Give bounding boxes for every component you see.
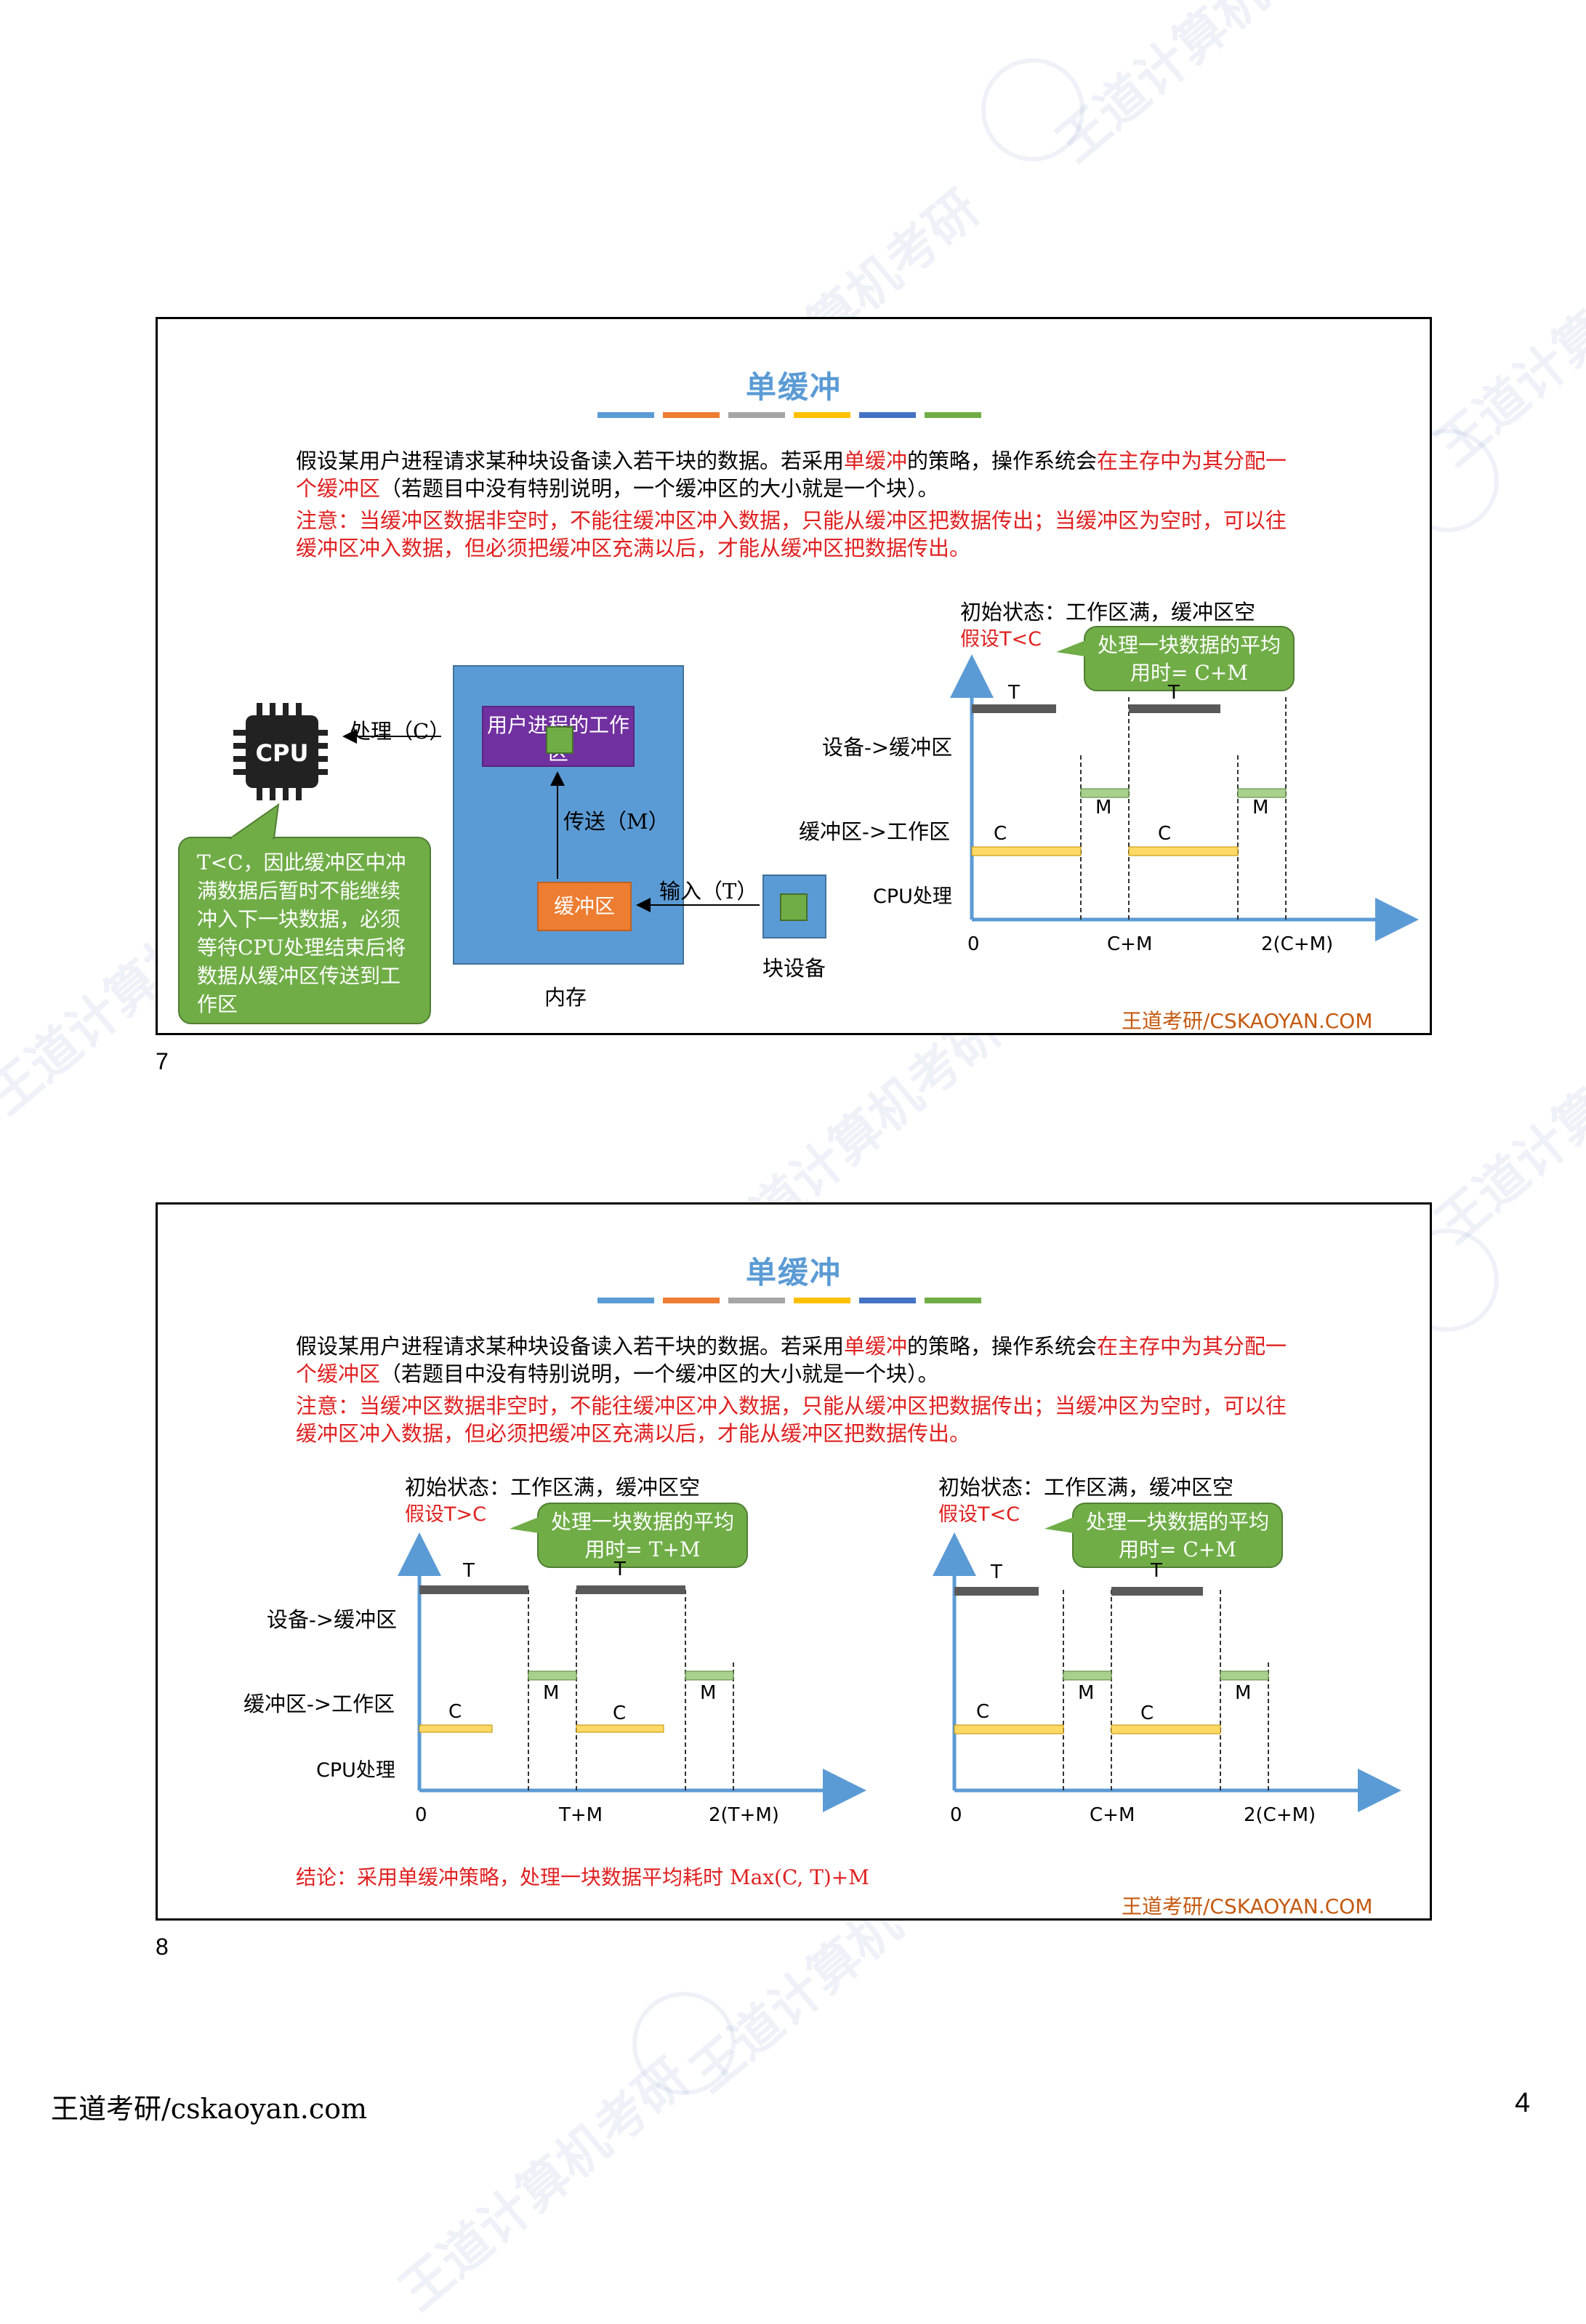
memory-label: 内存 bbox=[544, 985, 587, 1010]
input-label: 输入（T） bbox=[659, 879, 758, 904]
avg-time-callout: 处理一块数据的平均用时= C+M bbox=[1084, 626, 1295, 691]
bar-T-1 bbox=[972, 704, 1056, 713]
note-paragraph: 注意：当缓冲区数据非空时，不能往缓冲区冲入数据，只能从缓冲区把数据传出；当缓冲区… bbox=[296, 1394, 1287, 1446]
intro-paragraph: 假设某用户进程请求某种块设备读入若干块的数据。若采用单缓冲的策略，操作系统会在主… bbox=[296, 1334, 1287, 1386]
left-initial-state: 初始状态：工作区满，缓冲区空 bbox=[405, 1475, 701, 1500]
row-label-transfer: 缓冲区->工作区 bbox=[799, 819, 951, 844]
svg-text:C: C bbox=[613, 1702, 626, 1724]
bar-M-1 bbox=[1080, 788, 1130, 798]
svg-text:2(T+M): 2(T+M) bbox=[709, 1804, 779, 1826]
svg-text:0: 0 bbox=[415, 1804, 427, 1826]
right-assumption: 假设T<C bbox=[938, 1503, 1020, 1526]
process-label: 处理（C） bbox=[350, 719, 451, 744]
gantt-chart-right: T T M M C C 0 C+M 2(C+M) bbox=[933, 1532, 1401, 1826]
page-footer-brand: 王道考研/cskaoyan.com bbox=[51, 2093, 368, 2125]
label-C-1: C bbox=[994, 823, 1007, 845]
svg-text:T+M: T+M bbox=[558, 1804, 603, 1826]
slide-title: 单缓冲 bbox=[745, 1255, 842, 1290]
row-label-cpu: CPU处理 bbox=[873, 885, 952, 908]
svg-text:T: T bbox=[990, 1561, 1002, 1583]
block-device-label: 块设备 bbox=[762, 956, 826, 981]
xtick-2: 2(C+M) bbox=[1261, 933, 1333, 955]
svg-text:T: T bbox=[1150, 1560, 1162, 1582]
svg-text:0: 0 bbox=[950, 1804, 962, 1826]
slide-number-8: 8 bbox=[156, 1934, 169, 1960]
left-callout-pointer bbox=[510, 1517, 539, 1533]
note-paragraph: 注意：当缓冲区数据非空时，不能往缓冲区冲入数据，只能从缓冲区把数据传出；当缓冲区… bbox=[296, 508, 1287, 560]
slide-title: 单缓冲 bbox=[745, 369, 842, 405]
left-row-cpu: CPU处理 bbox=[316, 1759, 395, 1782]
svg-text:2(C+M): 2(C+M) bbox=[1244, 1804, 1316, 1826]
gantt-chart-1: T T M M C C 0 C+M 2(C+M) bbox=[950, 654, 1419, 955]
slide-8: 单缓冲 假设某用户进程请求某种块设备读入若干块的数据。若采用单缓冲的策略，操作系… bbox=[156, 1202, 1432, 1921]
buffer-box: 缓冲区 bbox=[537, 882, 632, 931]
label-M-2: M bbox=[1252, 797, 1268, 819]
diagram-arrows bbox=[342, 729, 760, 912]
xtick-0: 0 bbox=[967, 933, 980, 955]
right-avg-callout: 处理一块数据的平均用时= C+M bbox=[1072, 1503, 1283, 1568]
tc-callout: T<C，因此缓冲区中冲满数据后暂时不能继续冲入下一块数据，必须等待CPU处理结束… bbox=[178, 837, 431, 1024]
svg-text:C: C bbox=[976, 1701, 989, 1723]
gantt-chart-left: T T M M C C 0 T+M 2(T+M) bbox=[398, 1532, 866, 1826]
cpu-chip-icon: CPU bbox=[228, 697, 337, 806]
label-C-2: C bbox=[1158, 823, 1171, 845]
svg-text:M: M bbox=[1235, 1682, 1251, 1704]
brand-footer: 王道考研/CSKAOYAN.COM bbox=[1122, 1894, 1373, 1918]
data-block bbox=[546, 726, 573, 754]
svg-text:C+M: C+M bbox=[1090, 1804, 1135, 1826]
svg-text:M: M bbox=[543, 1682, 559, 1704]
left-row-device: 设备->缓冲区 bbox=[267, 1607, 398, 1632]
intro-paragraph: 假设某用户进程请求某种块设备读入若干块的数据。若采用单缓冲的策略，操作系统会在主… bbox=[296, 449, 1287, 501]
title-color-bars bbox=[597, 1298, 981, 1303]
slide-number-7: 7 bbox=[156, 1048, 169, 1074]
xtick-1: C+M bbox=[1107, 933, 1152, 955]
initial-state: 初始状态：工作区满，缓冲区空 bbox=[960, 600, 1256, 624]
bar-C-2 bbox=[1128, 846, 1239, 856]
row-label-device: 设备->缓冲区 bbox=[822, 735, 953, 760]
device-data-block bbox=[780, 893, 808, 921]
label-M-1: M bbox=[1095, 797, 1111, 819]
slide-7: 单缓冲 假设某用户进程请求某种块设备读入若干块的数据。若采用单缓冲的策略，操作系… bbox=[156, 317, 1432, 1035]
svg-text:C: C bbox=[448, 1701, 462, 1723]
right-callout-pointer bbox=[1044, 1517, 1074, 1533]
assumption: 假设T<C bbox=[960, 628, 1042, 651]
title-color-bars bbox=[597, 412, 981, 418]
transfer-label: 传送（M） bbox=[563, 809, 669, 834]
left-assumption: 假设T>C bbox=[405, 1503, 486, 1526]
bar-M-2 bbox=[1237, 788, 1287, 798]
page-number: 4 bbox=[1515, 2088, 1531, 2118]
svg-text:M: M bbox=[700, 1682, 716, 1704]
callout-pointer bbox=[228, 803, 280, 840]
avg-callout-pointer bbox=[1056, 640, 1085, 656]
conclusion: 结论：采用单缓冲策略，处理一块数据平均耗时 Max(C, T)+M bbox=[296, 1865, 869, 1889]
brand-footer: 王道考研/CSKAOYAN.COM bbox=[1122, 1009, 1373, 1033]
left-row-transfer: 缓冲区->工作区 bbox=[243, 1692, 395, 1716]
label-T-1: T bbox=[1007, 682, 1020, 704]
cpu-label: CPU bbox=[255, 739, 309, 767]
svg-text:T: T bbox=[462, 1560, 475, 1582]
label-T-2: T bbox=[1167, 682, 1180, 704]
bar-T-2 bbox=[1129, 704, 1220, 713]
svg-text:M: M bbox=[1078, 1682, 1094, 1704]
left-avg-callout: 处理一块数据的平均用时= T+M bbox=[537, 1503, 748, 1568]
right-initial-state: 初始状态：工作区满，缓冲区空 bbox=[938, 1475, 1234, 1500]
svg-text:C: C bbox=[1140, 1702, 1154, 1724]
svg-text:T: T bbox=[613, 1559, 626, 1580]
bar-C-1 bbox=[971, 846, 1082, 856]
